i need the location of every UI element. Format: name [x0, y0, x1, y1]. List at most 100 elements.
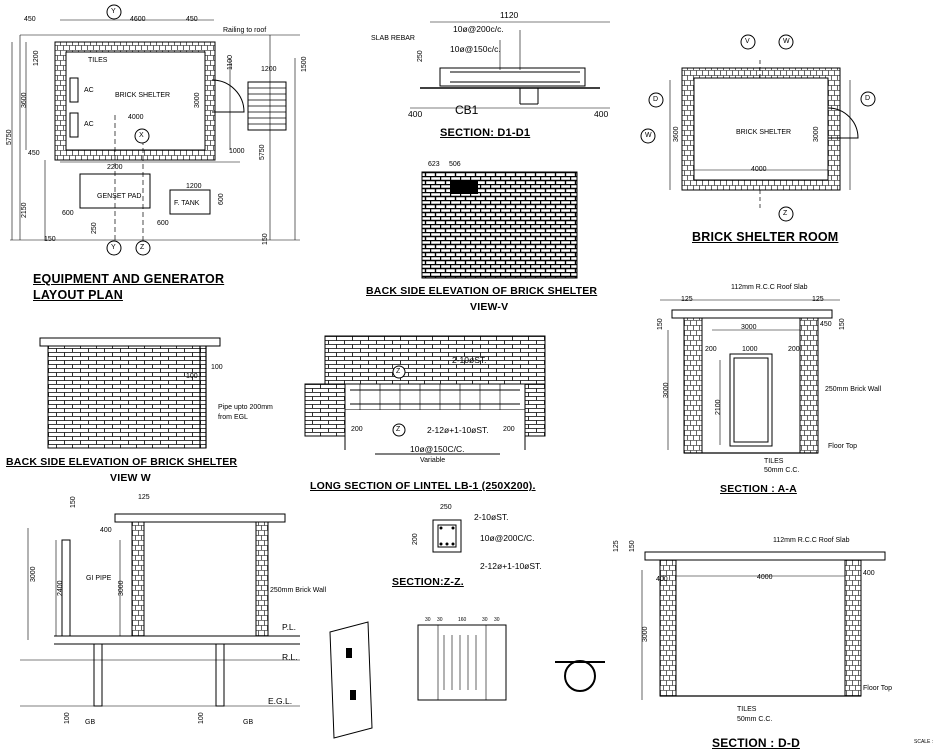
plan-dim-600b: 600: [157, 220, 169, 227]
room-dim-3000: 3000: [813, 126, 820, 142]
bracket-details: [329, 621, 605, 739]
section-zz-stirrup: 10ø@200C/C.: [480, 533, 535, 543]
back-v-dim-623: 623: [428, 161, 440, 168]
plan-dim-1200b: 1200: [261, 66, 277, 73]
section-dd-dim-400b: 400: [863, 570, 875, 577]
section-d1-dim-400a: 400: [408, 109, 423, 119]
plan-dim-2200: 2200: [107, 164, 123, 171]
section-d1-title: SECTION: D1-D1: [440, 127, 531, 139]
section-aa-wall: 250mm Brick Wall: [825, 386, 882, 393]
side-dim-150: 150: [70, 496, 77, 508]
section-aa-dim-450: 450: [820, 321, 832, 328]
section-aa-roof-slab: 112mm R.C.C Roof Slab: [731, 284, 808, 291]
lintel-section-drawing: [304, 335, 546, 455]
plan-mark-x: X: [139, 132, 144, 139]
side-gb-1: GB: [85, 719, 96, 726]
room-label: BRICK SHELTER: [736, 129, 792, 136]
section-aa-dim-1000: 1000: [742, 346, 758, 353]
section-dd-roof-slab: 112mm R.C.C Roof Slab: [773, 537, 850, 544]
side-gb-2: GB: [243, 719, 254, 726]
section-dd-floor-top: Floor Top: [863, 685, 893, 692]
section-d1-slab-rebar: SLAB REBAR: [371, 35, 415, 42]
plan-dim-5750: 5750: [6, 129, 13, 145]
plan-dim-1200c: 1200: [186, 183, 202, 190]
plan-dim-1100: 1100: [227, 54, 234, 70]
section-dd-dim-400a: 400: [656, 576, 668, 583]
lintel-dim-200b: 200: [503, 426, 515, 433]
plan-dim-4600: 4600: [130, 16, 146, 23]
plan-ac-label-2: AC: [84, 121, 94, 128]
back-w-title-line1: BACK SIDE ELEVATION OF BRICK SHELTER: [6, 456, 238, 468]
section-zz-title: SECTION:Z-Z.: [392, 576, 464, 588]
room-mark-w2: W: [645, 132, 652, 139]
section-zz-dim-200: 200: [412, 533, 419, 545]
side-dim-3000a: 3000: [30, 566, 37, 582]
room-mark-dd: D: [865, 95, 871, 102]
back-w-title-line2: VIEW W: [110, 472, 151, 484]
back-w-dim-100b: 100: [186, 373, 198, 380]
section-aa-title: SECTION : A-A: [720, 483, 797, 495]
room-dim-3600: 3600: [673, 126, 680, 142]
back-v-title-line1: BACK SIDE ELEVATION OF BRICK SHELTER: [366, 285, 598, 297]
side-egl: E.G.L.: [268, 696, 293, 706]
section-dd-cc: 50mm C.C.: [737, 716, 773, 723]
plan-dim-1000: 1000: [229, 148, 245, 155]
plan-dim-150a: 150: [44, 236, 56, 243]
section-zz-bottom-bar: 2-12ø+1-10øST.: [480, 561, 542, 571]
section-aa-dim-125a: 125: [681, 296, 693, 303]
section-aa-dim-3000a: 3000: [741, 324, 757, 331]
side-dim-2400: 2400: [57, 580, 64, 596]
side-dim-100b: 100: [198, 712, 205, 724]
plan-dim-1500: 1500: [301, 56, 308, 72]
plan-dim-150b: 150: [262, 233, 269, 245]
section-aa-tiles: TILES: [764, 458, 784, 465]
side-dim-100a: 100: [64, 712, 71, 724]
side-dim-3000b: 3000: [118, 580, 125, 596]
section-d1-dim-400b: 400: [594, 109, 609, 119]
lintel-mark-2: Z: [396, 426, 401, 433]
plan-mark-z1: Z: [140, 244, 145, 251]
plan-dim-5750b: 5750: [259, 144, 266, 160]
detail-dim-30d: 30: [494, 617, 500, 623]
section-dd-drawing: [641, 551, 886, 700]
section-zz-dim-250: 250: [440, 504, 452, 511]
plan-ac-label-1: AC: [84, 87, 94, 94]
plan-tiles-label: TILES: [88, 57, 108, 64]
room-mark-v: V: [745, 38, 750, 45]
plan-mark-y2: Y: [111, 244, 116, 251]
section-aa-drawing: [660, 299, 840, 454]
plan-title-line1: EQUIPMENT AND GENERATOR: [33, 272, 225, 286]
brick-shelter-room-drawing: [669, 60, 859, 210]
detail-dim-30a: 30: [425, 617, 431, 623]
plan-dim-450c: 450: [28, 150, 40, 157]
equipment-layout-plan: [10, 19, 300, 250]
section-zz-top-bar: 2-10øST.: [474, 512, 509, 522]
back-w-dim-100a: 100: [211, 364, 223, 371]
section-dd-dim-125: 125: [613, 540, 620, 552]
plan-genset-label: GENSET PAD: [97, 193, 142, 200]
section-d1-bar1: 10ø@200c/c.: [453, 24, 504, 34]
plan-mark-y1: Y: [111, 8, 116, 15]
section-aa-dim-200a: 200: [705, 346, 717, 353]
plan-ftank-label: F. TANK: [174, 200, 200, 207]
lintel-stirrup: 10ø@150C/C.: [410, 444, 465, 454]
detail-dim-30b: 30: [437, 617, 443, 623]
lintel-title: LONG SECTION OF LINTEL LB-1 (250X200).: [310, 480, 536, 492]
back-v-dim-506: 506: [449, 161, 461, 168]
side-rl: R.L.: [282, 652, 298, 662]
room-title: BRICK SHELTER ROOM: [692, 230, 839, 244]
side-dim-125: 125: [138, 494, 150, 501]
plan-title-line2: LAYOUT PLAN: [33, 288, 123, 302]
plan-railing-label: Railing to roof: [223, 27, 267, 34]
section-aa-floor-top: Floor Top: [828, 443, 858, 450]
section-aa-dim-3000b: 3000: [663, 382, 670, 398]
plan-dim-3000: 3000: [194, 92, 201, 108]
side-dim-400: 400: [100, 527, 112, 534]
section-dd-dim-4000: 4000: [757, 574, 773, 581]
back-elevation-v-opening: [450, 180, 478, 194]
back-w-pipe-note-2: from EGL: [218, 414, 248, 421]
section-markers: [106, 4, 876, 437]
plan-dim-1200a: 1200: [33, 50, 40, 66]
section-d1-dim-1120: 1120: [500, 10, 519, 20]
